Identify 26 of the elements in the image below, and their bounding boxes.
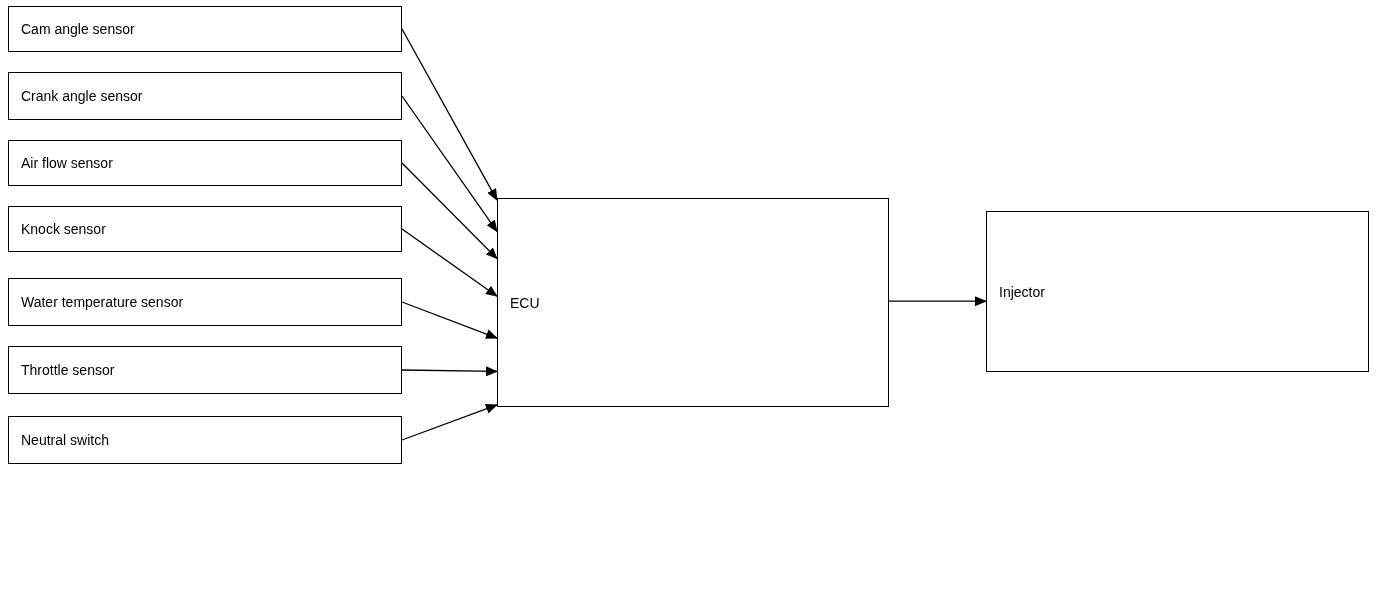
box-label: Knock sensor: [20, 221, 106, 237]
arrow: [401, 404, 498, 441]
box-label: Neutral switch: [20, 432, 109, 448]
process-box: [8, 72, 402, 120]
arrow: [401, 228, 498, 297]
arrow: [401, 95, 498, 233]
process-box: [8, 278, 402, 326]
process-box: [8, 6, 402, 52]
process-box: [986, 211, 1369, 372]
process-box: [8, 346, 402, 394]
box-label: Water temperature sensor: [20, 294, 184, 310]
box-label: Injector: [998, 283, 1045, 300]
arrow: [401, 366, 498, 377]
box-label: Throttle sensor: [20, 362, 115, 378]
box-label: Cam angle sensor: [20, 21, 135, 37]
process-box: [8, 206, 402, 252]
process-box: [8, 140, 402, 186]
arrow: [401, 301, 498, 339]
process-box: [8, 416, 402, 464]
arrow: [401, 28, 498, 201]
arrow: [401, 162, 498, 260]
process-box: [497, 198, 889, 407]
box-label: Air flow sensor: [20, 155, 113, 171]
box-label: Crank angle sensor: [20, 88, 143, 104]
arrow: [888, 296, 987, 307]
box-label: ECU: [509, 294, 540, 311]
